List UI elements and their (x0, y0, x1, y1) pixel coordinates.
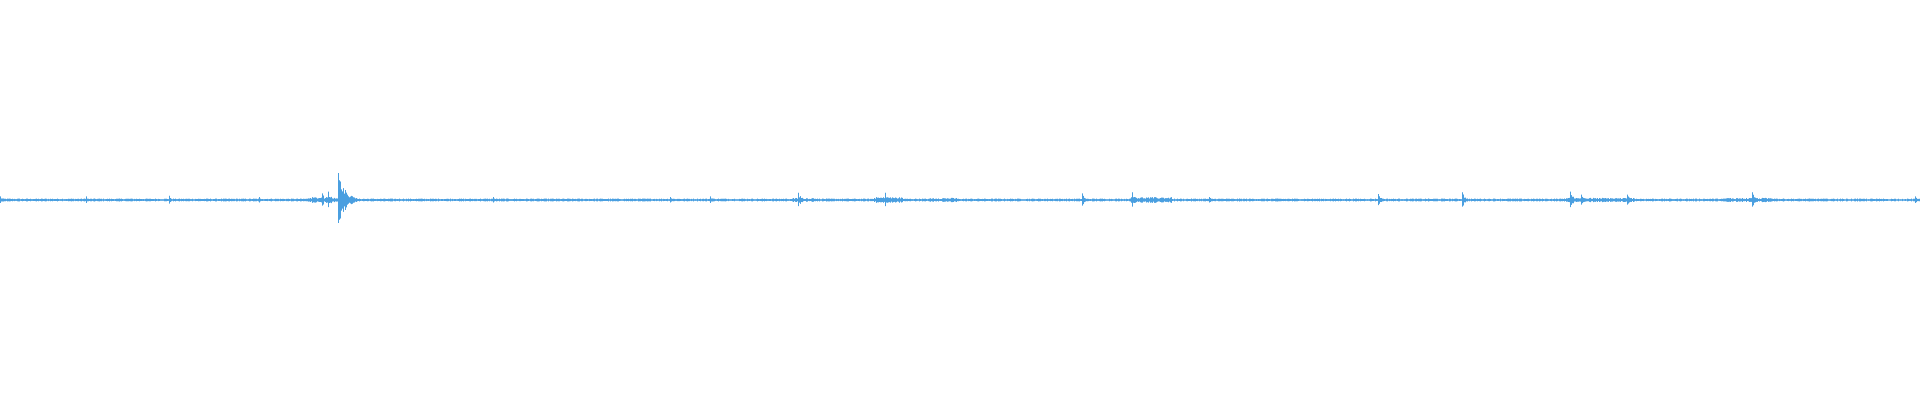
waveform-spike (1752, 192, 1761, 207)
waveform-spike (1132, 192, 1141, 207)
waveform-layer (0, 173, 1920, 223)
waveform-spike (1581, 194, 1589, 205)
waveform-spike (1915, 196, 1920, 204)
waveform-spike (1462, 192, 1471, 207)
waveform-spike (798, 192, 807, 207)
waveform-spike (169, 195, 176, 204)
waveform-spike (86, 196, 93, 204)
waveform-spike (0, 196, 7, 204)
waveform-spike (328, 191, 337, 208)
waveform-spike (259, 197, 266, 203)
waveform-spike (1627, 194, 1635, 205)
waveform-spike (1378, 194, 1386, 206)
waveform-spike (670, 197, 677, 203)
waveform-spike (347, 194, 355, 205)
waveform-spike (710, 196, 717, 204)
waveform-spike (1570, 191, 1579, 208)
waveform-spike (885, 192, 894, 207)
waveform-spike (1209, 197, 1216, 203)
waveform-spike (1082, 193, 1090, 206)
waveform-spike (322, 193, 330, 206)
waveform-spike (493, 197, 500, 203)
